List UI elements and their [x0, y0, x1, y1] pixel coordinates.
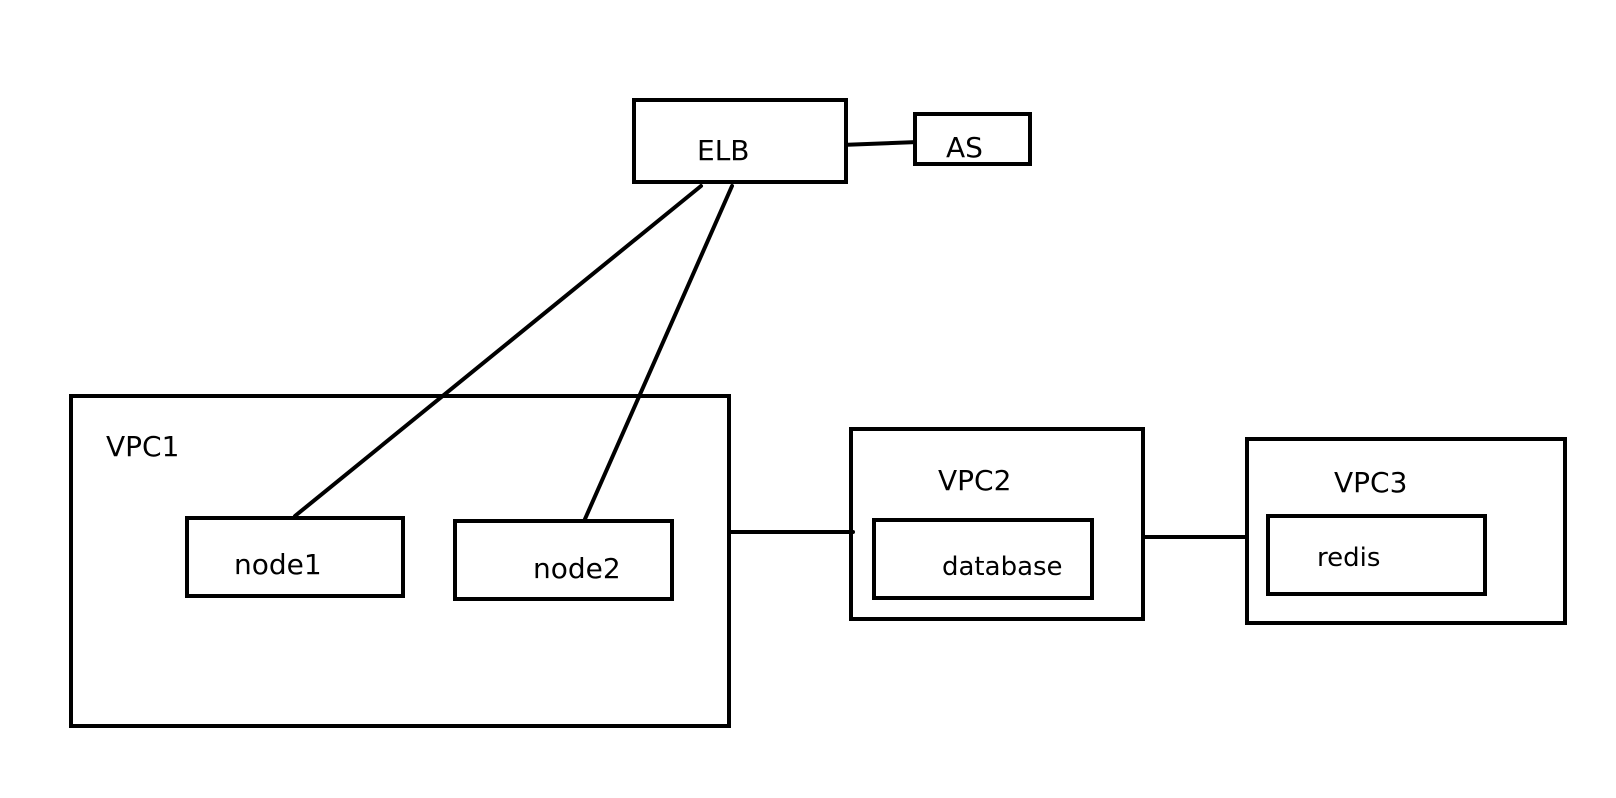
node2-label: node2: [533, 552, 621, 585]
as-node: AS: [913, 112, 1032, 166]
node1-box: [185, 516, 405, 598]
edge-elb-as: [839, 140, 920, 147]
database-box: [872, 518, 1094, 600]
elb-node: ELB: [632, 98, 848, 184]
as-box: [913, 112, 1032, 166]
edge-elb-node1: [293, 184, 703, 518]
redis-label: redis: [1317, 543, 1380, 573]
redis-box: [1266, 514, 1487, 596]
vpc1-label: VPC1: [106, 430, 179, 463]
connections: [293, 140, 1249, 539]
elb-box: [632, 98, 848, 184]
node2-box: [453, 519, 674, 601]
node1-label: node1: [234, 548, 322, 581]
vpc2-label: VPC2: [938, 464, 1011, 497]
node2-node: node2: [453, 519, 674, 601]
as-label: AS: [946, 131, 983, 164]
edge-elb-node2: [583, 184, 734, 521]
database-label: database: [942, 552, 1063, 582]
vpc3-label: VPC3: [1334, 466, 1407, 499]
elb-label: ELB: [697, 134, 750, 167]
redis-node: redis: [1266, 514, 1487, 596]
node1-node: node1: [185, 516, 405, 598]
database-node: database: [872, 518, 1094, 600]
